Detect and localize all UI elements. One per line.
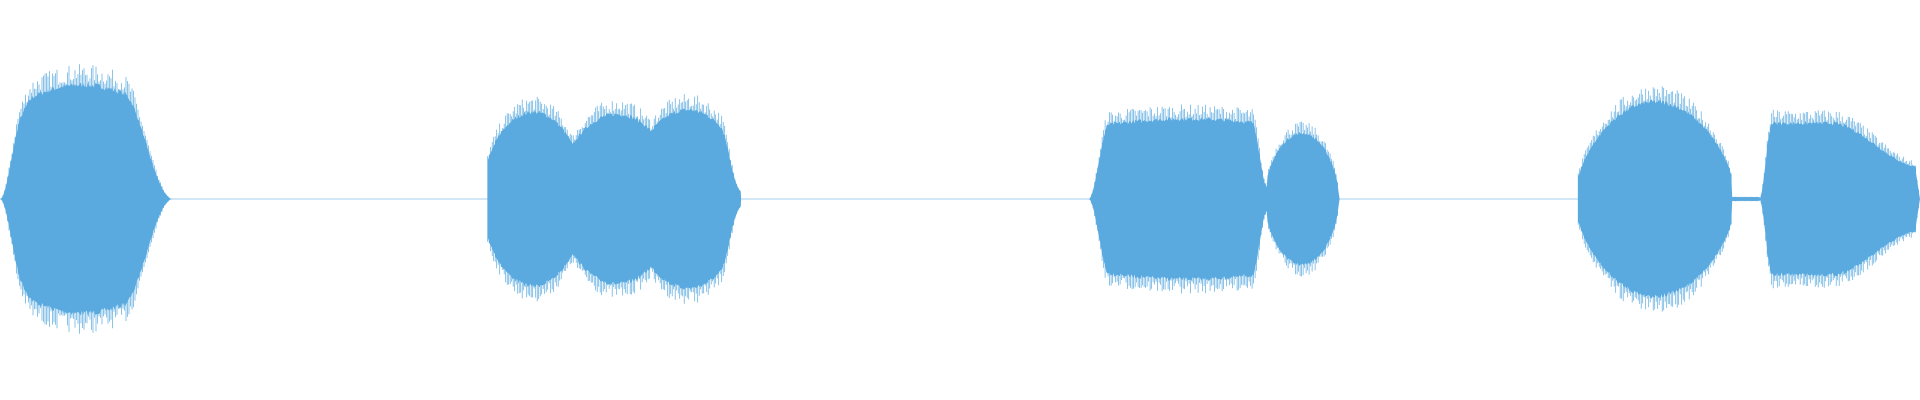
waveform-clip-1-peaks [2,64,169,334]
waveform-clip-2-peaks [487,94,741,304]
waveform-clip-2[interactable] [487,108,742,290]
waveform-clip-4-peaks [1577,86,1920,312]
waveform-clip-3-peaks [1091,104,1338,294]
waveform-segments [0,64,1920,334]
